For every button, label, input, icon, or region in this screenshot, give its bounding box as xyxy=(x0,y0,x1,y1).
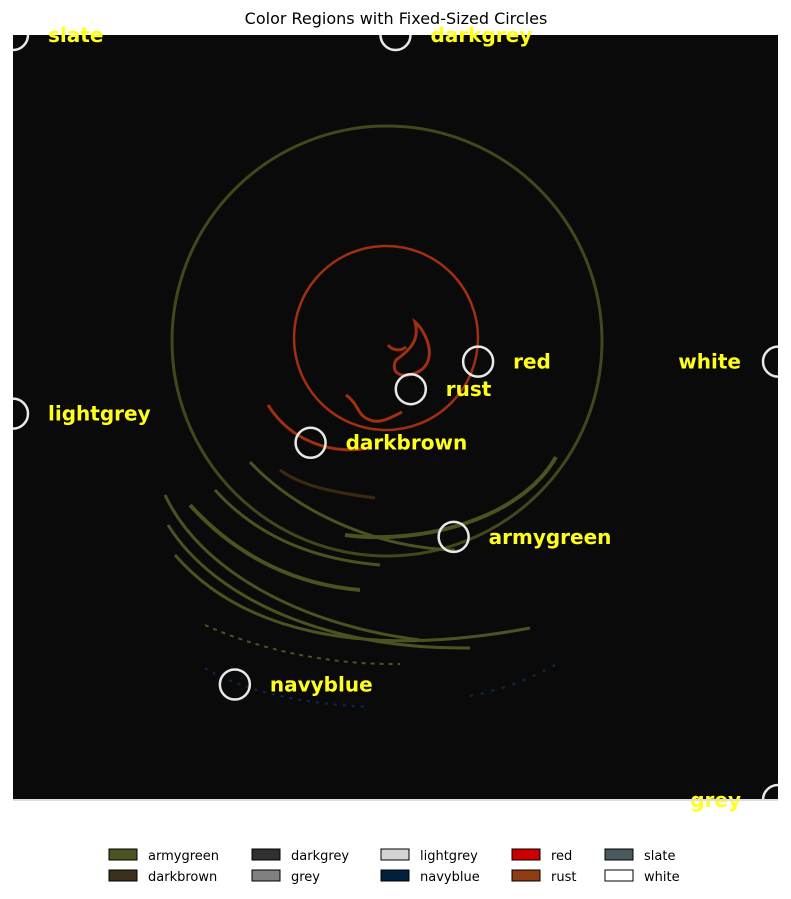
legend-swatch-darkgrey xyxy=(251,848,281,861)
navyblue-arc xyxy=(204,667,371,708)
chart-title: Color Regions with Fixed-Sized Circles xyxy=(245,9,548,28)
rust-flame xyxy=(386,343,407,352)
circle-marker-navyblue xyxy=(218,668,252,701)
armygreen-arc xyxy=(166,524,471,650)
armygreen-arc xyxy=(188,503,361,592)
armygreen-arc xyxy=(173,554,531,643)
point-label-white: white xyxy=(678,350,741,374)
point-label-lightgrey: lightgrey xyxy=(48,402,151,426)
point-label-darkgrey: darkgrey xyxy=(431,23,533,47)
circle-marker-armygreen xyxy=(437,520,470,554)
legend-label-armygreen: armygreen xyxy=(148,849,219,864)
armygreen-arc xyxy=(163,494,421,642)
legend-swatch-slate xyxy=(604,848,634,861)
legend-label-grey: grey xyxy=(291,870,320,885)
legend-swatch-grey xyxy=(251,869,281,882)
point-label-red: red xyxy=(513,350,551,374)
legend: armygreen darkbrown darkgrey grey lightgrey n… xyxy=(108,848,680,885)
legend-swatch-navyblue xyxy=(380,869,410,882)
legend-label-slate: slate xyxy=(644,849,675,864)
legend-swatch-white xyxy=(604,869,634,882)
circle-marker-darkbrown xyxy=(294,426,327,459)
rust-ring xyxy=(292,244,480,432)
circle-marker-red xyxy=(461,345,495,378)
legend-label-navyblue: navyblue xyxy=(420,870,480,885)
legend-label-rust: rust xyxy=(551,870,576,885)
armygreen-arc xyxy=(248,460,456,552)
darkbrown-wisp xyxy=(279,468,376,500)
legend-label-white: white xyxy=(644,870,680,885)
circle-marker-white xyxy=(761,345,778,378)
color-regions xyxy=(163,124,604,708)
point-label-darkbrown: darkbrown xyxy=(346,431,468,455)
rust-flame xyxy=(392,317,431,377)
legend-swatch-armygreen xyxy=(108,848,138,861)
legend-label-red: red xyxy=(551,849,572,864)
armygreen-ring xyxy=(170,124,604,558)
rust-flame xyxy=(345,393,403,423)
legend-swatch-rust xyxy=(511,869,541,882)
legend-label-lightgrey: lightgrey xyxy=(420,849,478,864)
legend-label-darkgrey: darkgrey xyxy=(291,849,349,864)
plot-area: slate darkgrey red white rust lightgrey darkbr… xyxy=(13,23,778,812)
legend-swatch-lightgrey xyxy=(380,848,410,861)
circle-marker-darkgrey xyxy=(379,35,412,52)
circle-marker-lightgrey xyxy=(13,397,30,430)
point-label-slate: slate xyxy=(48,23,103,47)
point-labels: slate darkgrey red white rust lightgrey darkbr… xyxy=(48,23,741,812)
circle-marker-rust xyxy=(394,372,428,406)
legend-swatch-red xyxy=(511,848,541,861)
armygreen-arc xyxy=(213,488,381,567)
armygreen-arc xyxy=(344,456,558,540)
legend-swatch-darkbrown xyxy=(108,869,138,882)
circle-markers xyxy=(13,35,778,800)
legend-label-darkbrown: darkbrown xyxy=(148,870,217,885)
plot-background xyxy=(13,35,778,800)
rust-hook xyxy=(266,404,369,452)
point-label-rust: rust xyxy=(446,377,492,401)
armygreen-arc xyxy=(204,624,401,666)
navyblue-arc xyxy=(469,661,561,697)
point-label-navyblue: navyblue xyxy=(270,672,373,696)
point-label-armygreen: armygreen xyxy=(489,525,612,549)
